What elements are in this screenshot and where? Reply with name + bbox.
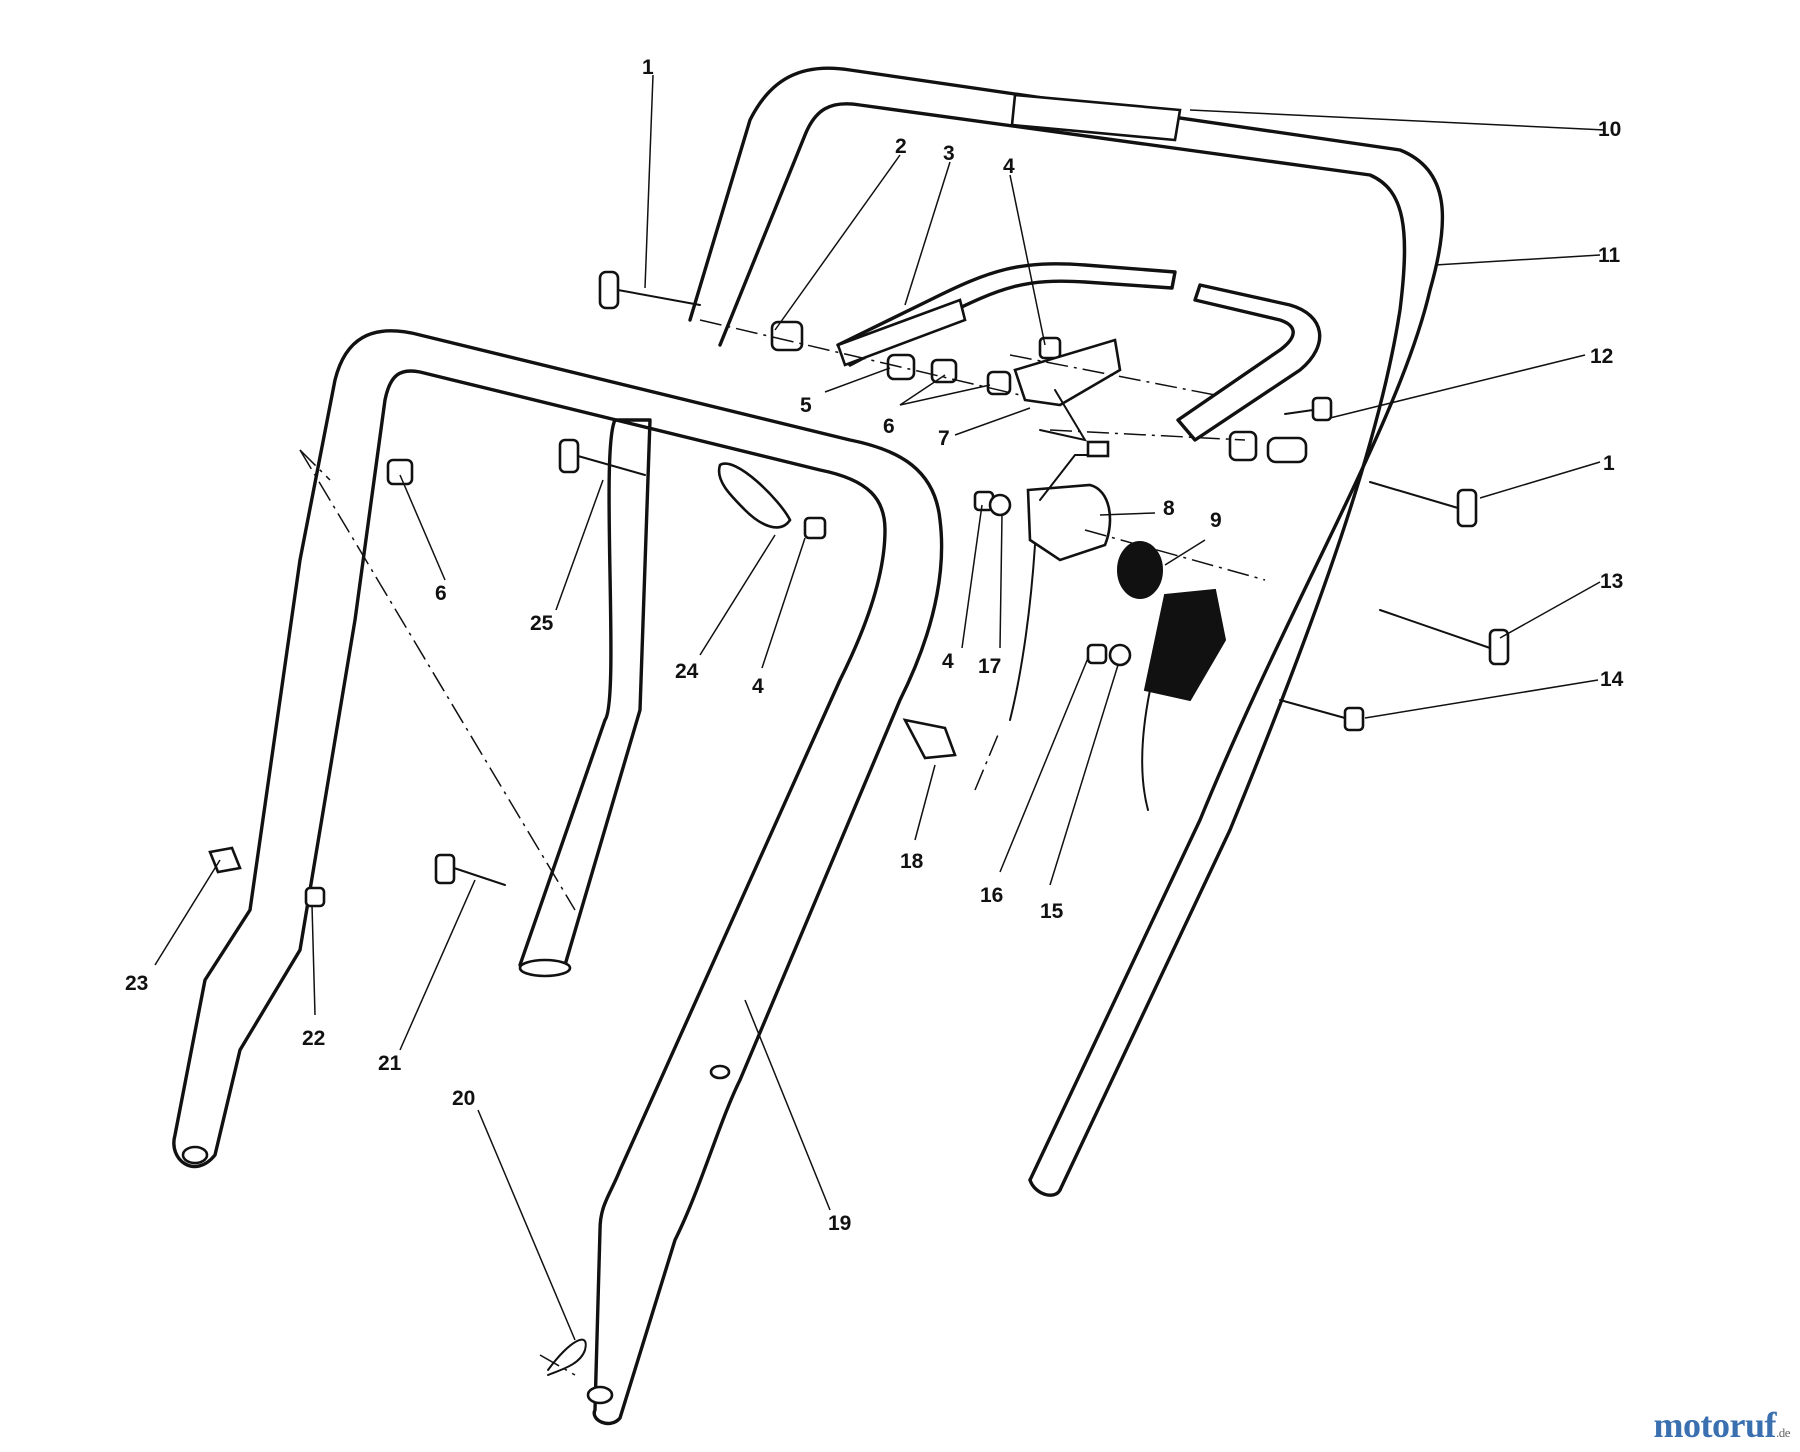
callout-20: 20: [452, 1087, 475, 1110]
callout-25: 25: [530, 612, 554, 635]
nut-6c: [386, 458, 414, 486]
hardware-parts: [208, 270, 1510, 1376]
cable-guide-24: [717, 462, 792, 529]
watermark-tld: .de: [1775, 1425, 1791, 1440]
callout-24: 24: [675, 660, 699, 683]
cap-23: [208, 846, 242, 874]
washer-17: [988, 493, 1012, 517]
nut-22: [304, 886, 326, 908]
bracket-7: [1013, 338, 1122, 442]
callout-6b: 6: [435, 582, 447, 605]
callout-18: 18: [900, 850, 924, 873]
clip-18: [902, 718, 957, 760]
callout-10: 10: [1598, 118, 1621, 141]
callout-3: 3: [943, 142, 955, 165]
carriage-bolt-1b: [1369, 481, 1478, 528]
callout-13: 13: [1600, 570, 1623, 593]
control-bar: [836, 262, 1322, 442]
carriage-bolt-13: [1379, 609, 1510, 666]
callout-16: 16: [980, 884, 1003, 907]
callout-17: 17: [978, 655, 1001, 678]
callout-1a: 1: [642, 56, 654, 79]
carriage-bolt-1a: [598, 270, 701, 310]
watermark-brand: motoruf: [1653, 1405, 1777, 1445]
lower-handle: [172, 329, 944, 1426]
cap-screw-21: [434, 853, 506, 886]
alignment-lines: [299, 319, 1266, 1376]
hairpin-20: [547, 1338, 587, 1376]
carriage-bolt-25: [558, 438, 646, 476]
callout-19: 19: [828, 1212, 851, 1235]
callout-22: 22: [302, 1027, 325, 1050]
spacer-2: [770, 320, 804, 352]
cap-screw-12: [1284, 396, 1333, 422]
callout-15: 15: [1040, 900, 1064, 923]
callout-21: 21: [378, 1052, 402, 1075]
nut-4a: [1038, 336, 1062, 360]
callout-14: 14: [1600, 668, 1624, 691]
leader-lines: [154, 74, 1606, 1341]
nut-4c: [803, 516, 827, 540]
upper-handle: [688, 66, 1445, 1197]
callout-2: 2: [895, 135, 907, 158]
throttle-lever: [1141, 588, 1227, 811]
switch-box-8: [1009, 440, 1112, 721]
knob-9: [1117, 541, 1163, 599]
callout-9: 9: [1210, 509, 1222, 532]
callout-4b: 4: [752, 675, 764, 698]
nut-16: [1086, 643, 1108, 665]
washer-15: [1108, 643, 1132, 667]
callout-7: 7: [938, 427, 950, 450]
callout-5: 5: [800, 394, 812, 417]
spacer-right: [1228, 430, 1308, 464]
callout-12: 12: [1590, 345, 1613, 368]
watermark-logo: motoruf.de: [1654, 1404, 1791, 1446]
callout-6a: 6: [883, 415, 895, 438]
callout-4a: 4: [1003, 155, 1015, 178]
callout-23: 23: [125, 972, 148, 995]
callout-8: 8: [1163, 497, 1175, 520]
callout-4c: 4: [942, 650, 954, 673]
nut-6a: [930, 358, 958, 384]
cap-screw-14: [1279, 699, 1365, 732]
callout-1b: 1: [1603, 452, 1615, 475]
callouts: 1 2 3 4 10 11 12 5 6 7 1 8 9 13 14 6 25 …: [125, 56, 1624, 1235]
callout-11: 11: [1598, 244, 1621, 267]
